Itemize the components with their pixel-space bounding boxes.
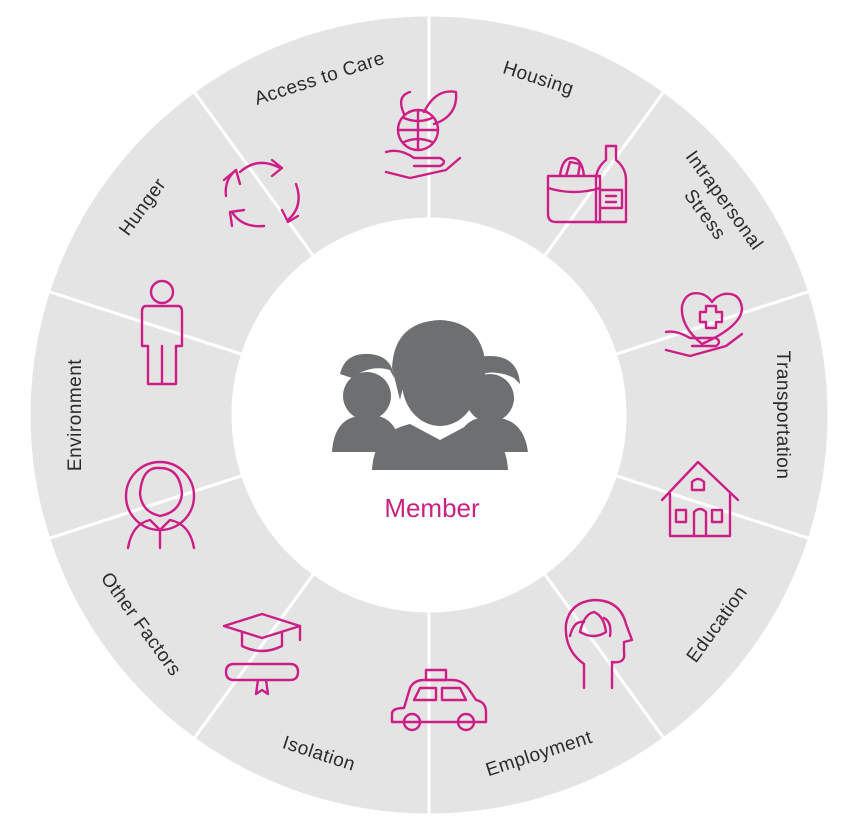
taxi-car-icon [390, 668, 488, 732]
person-in-suit-icon [124, 460, 196, 550]
globe-in-hand-leaves-icon [384, 90, 462, 180]
segment-label-line: Environment [65, 359, 86, 471]
grocery-bag-bottle-icon [546, 144, 628, 224]
head-lotus-icon [564, 598, 634, 690]
house-icon [660, 460, 740, 538]
segment-label-line: Transportation [772, 351, 793, 480]
recycle-arrows-icon [222, 158, 300, 228]
standing-person-icon [140, 279, 184, 386]
center-label: Member [384, 493, 480, 523]
graduation-cap-diploma-icon [222, 612, 302, 696]
heart-cross-in-hand-icon [664, 292, 744, 358]
segment-label-transport: Transportation [772, 351, 793, 480]
people-group-icon [332, 320, 528, 470]
segment-label-environment: Environment [65, 359, 86, 471]
